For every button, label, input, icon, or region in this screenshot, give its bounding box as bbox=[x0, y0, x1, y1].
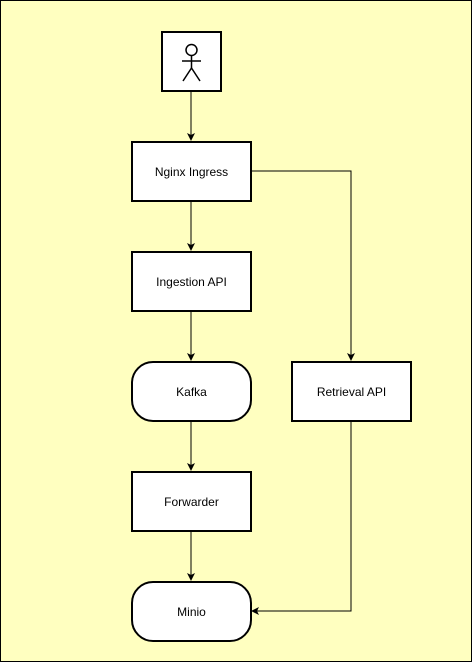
node-label: Nginx Ingress bbox=[154, 164, 229, 179]
node-label: Forwarder bbox=[164, 494, 219, 509]
person-icon bbox=[182, 43, 201, 82]
node-minio[interactable]: Minio bbox=[131, 581, 252, 642]
node-nginx-ingress[interactable]: Nginx Ingress bbox=[131, 141, 252, 202]
node-ingestion-api[interactable]: Ingestion API bbox=[131, 251, 252, 312]
edge-retrieval-to-minio bbox=[251, 421, 352, 615]
user-actor-node[interactable] bbox=[161, 31, 222, 92]
node-label: Retrieval API bbox=[316, 384, 387, 399]
node-kafka[interactable]: Kafka bbox=[131, 361, 252, 422]
node-label: Ingestion API bbox=[156, 274, 227, 289]
node-forwarder[interactable]: Forwarder bbox=[131, 471, 252, 532]
node-label: Kafka bbox=[176, 384, 207, 399]
edge-nginx-to-retrieval bbox=[251, 170, 355, 361]
node-retrieval-api[interactable]: Retrieval API bbox=[291, 361, 412, 422]
node-label: Minio bbox=[177, 604, 206, 619]
